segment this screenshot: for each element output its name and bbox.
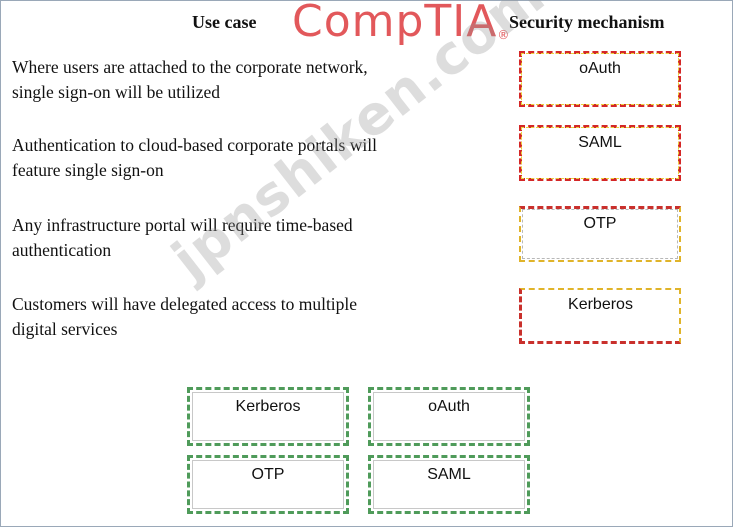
- use-case-2: Authentication to cloud-based corporate …: [12, 133, 452, 183]
- drop-target-1[interactable]: oAuth: [519, 51, 681, 107]
- drop-target-4[interactable]: Kerberos: [519, 288, 681, 344]
- use-case-4: Customers will have delegated access to …: [12, 292, 452, 342]
- drop-target-2[interactable]: SAML: [519, 125, 681, 181]
- use-case-header: Use case: [192, 12, 257, 32]
- logo-text: CompTIA: [292, 0, 498, 47]
- security-mechanism-header: Security mechanism: [509, 12, 665, 32]
- use-case-1: Where users are attached to the corporat…: [12, 55, 452, 105]
- use-case-1-line2: single sign-on will be utilized: [12, 82, 221, 102]
- use-case-3-line1: Any infrastructure portal will require t…: [12, 215, 353, 235]
- use-case-2-line1: Authentication to cloud-based corporate …: [12, 135, 377, 155]
- option-oauth[interactable]: oAuth: [368, 387, 530, 446]
- use-case-2-line2: feature single sign-on: [12, 160, 164, 180]
- option-kerberos[interactable]: Kerberos: [187, 387, 349, 446]
- use-case-4-line2: digital services: [12, 319, 118, 339]
- logo-trademark: ®: [497, 28, 511, 42]
- use-case-4-line1: Customers will have delegated access to …: [12, 294, 358, 314]
- option-otp[interactable]: OTP: [187, 455, 349, 514]
- use-case-1-line1: Where users are attached to the corporat…: [12, 57, 368, 77]
- use-case-3: Any infrastructure portal will require t…: [12, 213, 452, 263]
- comptia-logo: CompTIA®: [292, 0, 510, 47]
- drop-target-3[interactable]: OTP: [519, 206, 681, 262]
- use-case-3-line2: authentication: [12, 240, 112, 260]
- option-saml[interactable]: SAML: [368, 455, 530, 514]
